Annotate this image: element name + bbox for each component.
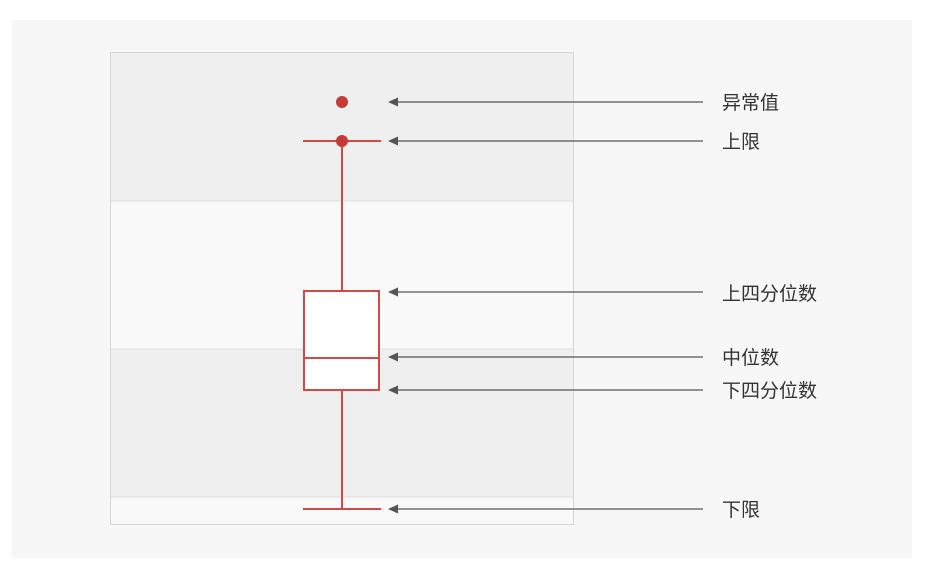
label-outlier: 异常值 (722, 92, 779, 114)
arrow-median (388, 352, 703, 362)
arrow-upper-limit (388, 136, 703, 146)
arrow-lower-quartile (388, 385, 703, 395)
arrow-outlier (388, 97, 703, 107)
label-upper-quartile: 上四分位数 (722, 283, 817, 305)
label-lower-limit: 下限 (722, 499, 760, 521)
annotation-labels: 异常值 上限 上四分位数 中位数 下四分位数 下限 (722, 92, 817, 521)
label-upper-limit: 上限 (722, 131, 760, 153)
annotation-arrows (388, 97, 703, 514)
box-plot (303, 140, 381, 510)
quartile-box (303, 290, 380, 391)
label-lower-quartile: 下四分位数 (722, 380, 817, 402)
upper-limit-point (336, 135, 348, 147)
label-median: 中位数 (722, 347, 779, 369)
outlier-point (336, 96, 348, 108)
arrow-upper-quartile (388, 287, 703, 297)
arrow-lower-limit (388, 504, 703, 514)
plot-border (110, 52, 574, 525)
